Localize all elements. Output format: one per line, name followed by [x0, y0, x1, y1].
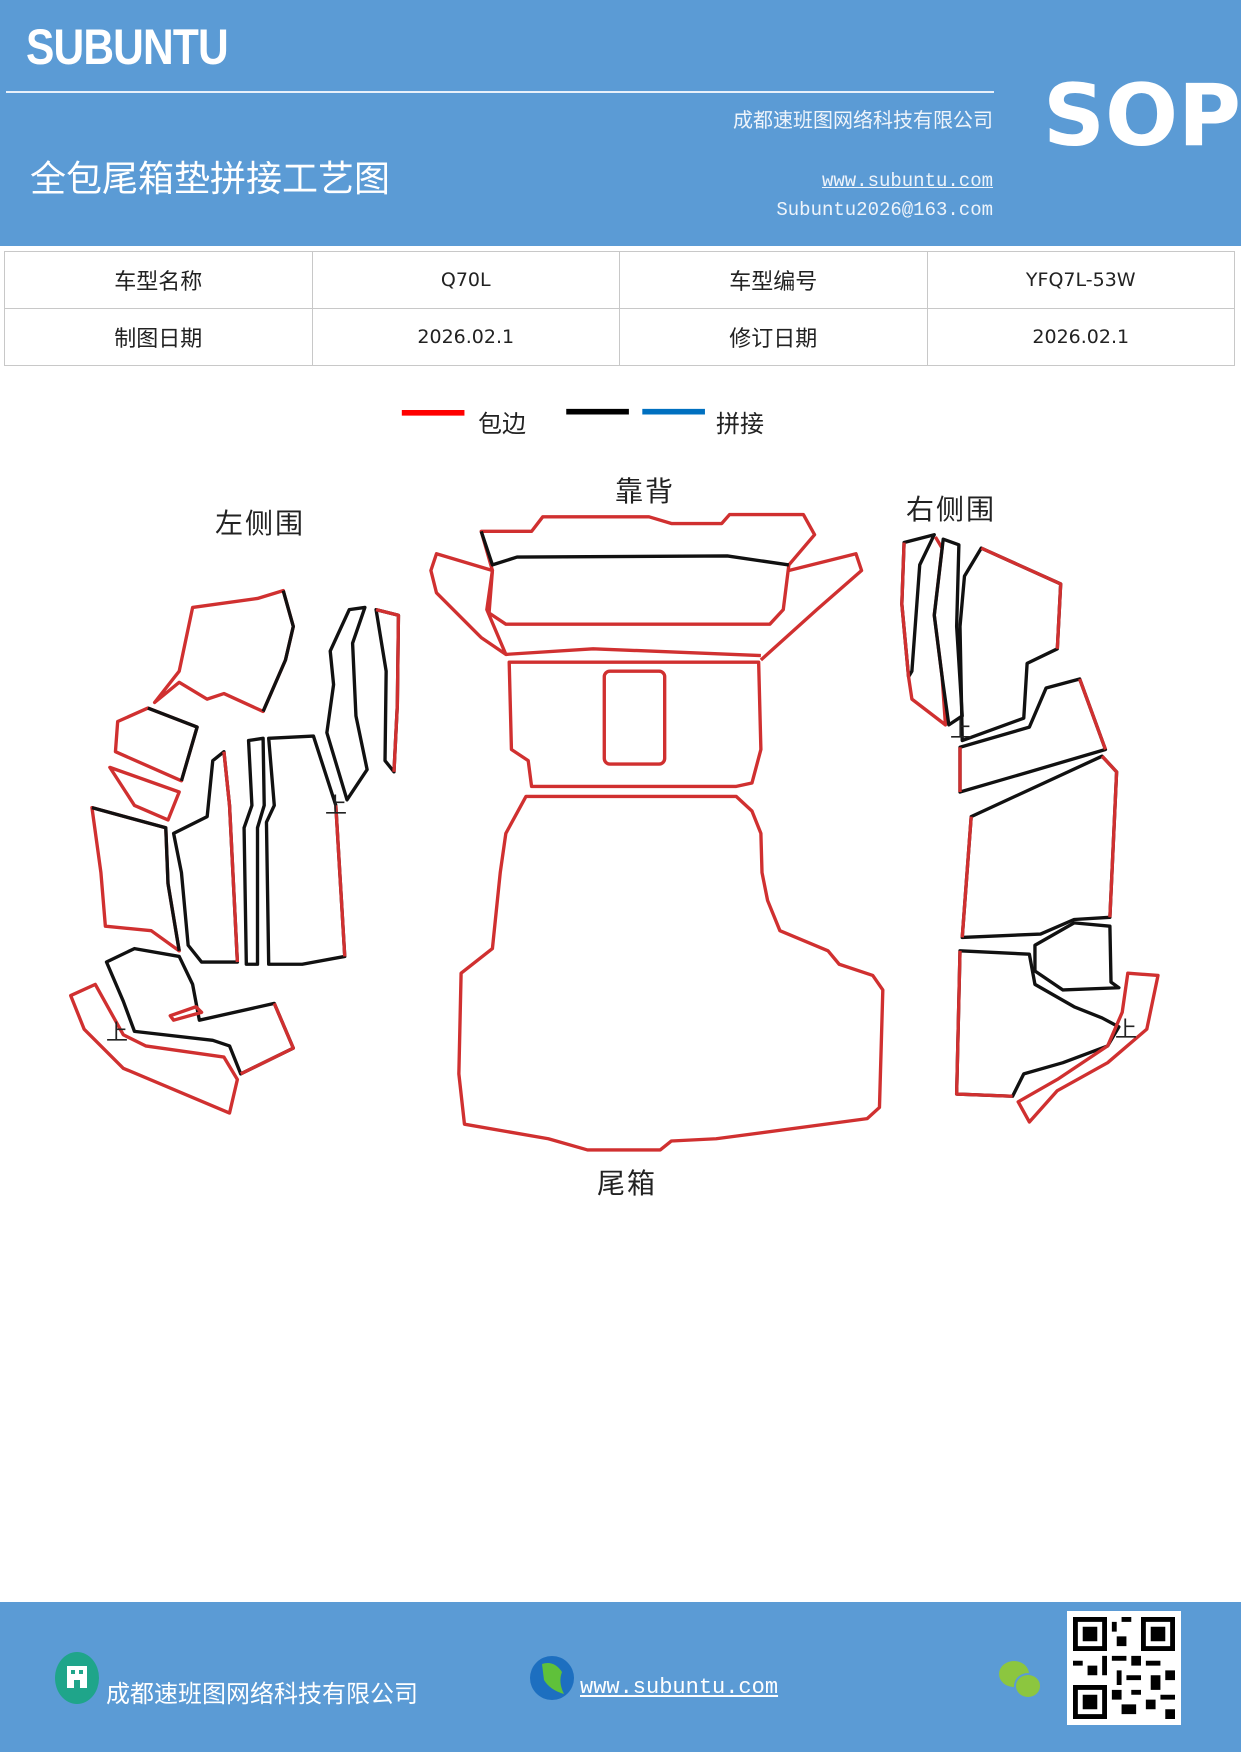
wechat-icon: [999, 1661, 1042, 1699]
label-left-side: 左侧围: [215, 507, 306, 540]
footer-company: 成都速班图网络科技有限公司: [106, 1680, 418, 1708]
left-side-piece: [147, 706, 199, 782]
legend-lines: [401, 408, 705, 416]
left-side-piece: [69, 982, 240, 1115]
label-backrest: 靠背: [615, 475, 676, 508]
up-mark: 上: [950, 718, 975, 743]
middle-cutout: [602, 669, 667, 766]
globe-icon: [530, 1656, 574, 1700]
label-trunk: 尾箱: [597, 1167, 658, 1200]
page-title: 全包尾箱垫拼接工艺图: [30, 159, 391, 200]
brand-logo: SUBUNTU: [26, 19, 229, 75]
website-link[interactable]: www.subuntu.com: [821, 170, 993, 192]
left-side-piece: [168, 1005, 204, 1022]
trunk-floor-piece: [457, 794, 885, 1152]
left-side-piece: [239, 1002, 295, 1076]
strip-piece: [505, 647, 761, 658]
up-mark: 上: [325, 794, 350, 819]
backrest-seam: [479, 530, 790, 567]
backrest-wing-left: [429, 552, 508, 657]
header: SUBUNTU 成都速班图网络科技有限公司 全包尾箱垫拼接工艺图 www.sub…: [0, 0, 1241, 246]
info-table: 车型名称 Q70L 车型编号 YFQ7L-53W 制图日期 2026.02.1 …: [4, 251, 1235, 366]
email: Subuntu2026@163.com: [776, 199, 993, 221]
up-mark: 上: [106, 1021, 131, 1046]
backrest-wing-right: [759, 552, 864, 662]
left-side-piece: [325, 605, 369, 802]
left-side-piece: [91, 806, 181, 952]
divider: [6, 91, 994, 93]
table-row: 车型名称 Q70L 车型编号 YFQ7L-53W: [4, 251, 1235, 309]
left-side-piece: [152, 588, 295, 714]
qr-code: [1067, 1611, 1181, 1725]
cell-label: 修订日期: [619, 308, 928, 366]
right-side-piece: [932, 537, 964, 727]
cell-label: 制图日期: [4, 308, 313, 366]
right-side-piece: [958, 678, 1107, 792]
right-side-piece: [958, 677, 1108, 794]
cell-value: YFQ7L-53W: [926, 251, 1235, 309]
left-side-piece: [261, 590, 295, 713]
middle-piece: [507, 660, 763, 789]
left-side-piece: [108, 765, 181, 822]
left-side-piece: [375, 608, 401, 772]
right-side-piece: [1033, 921, 1121, 992]
left-side-piece: [264, 734, 347, 966]
legend-label-binding: 包边: [478, 410, 526, 438]
legend-label-seam: 拼接: [716, 410, 764, 438]
right-side-piece: [1016, 971, 1160, 1124]
left-side-piece: [242, 736, 266, 966]
up-mark: 上: [1115, 1018, 1140, 1043]
cell-label: 车型编号: [619, 251, 928, 309]
sop-badge: SOP: [1043, 66, 1241, 166]
left-side-piece: [334, 805, 347, 957]
company-name: 成都速班图网络科技有限公司: [733, 108, 993, 132]
backrest-piece: [479, 512, 817, 626]
table-row: 制图日期 2026.02.1 修订日期 2026.02.1: [4, 308, 1235, 366]
cell-value: 2026.02.1: [926, 308, 1235, 366]
footer-website-link[interactable]: www.subuntu.com: [580, 1675, 779, 1700]
footer: 成都速班图网络科技有限公司 www.subuntu.com: [0, 1602, 1241, 1752]
right-side-piece: [954, 950, 1013, 1098]
right-side-piece: [980, 546, 1063, 649]
cell-value: Q70L: [311, 251, 620, 309]
building-icon: [55, 1652, 99, 1704]
label-right-side: 右侧围: [906, 493, 997, 526]
left-side-piece: [222, 751, 240, 963]
right-side-piece: [960, 755, 1119, 938]
cell-label: 车型名称: [4, 251, 313, 309]
cell-value: 2026.02.1: [311, 308, 620, 366]
